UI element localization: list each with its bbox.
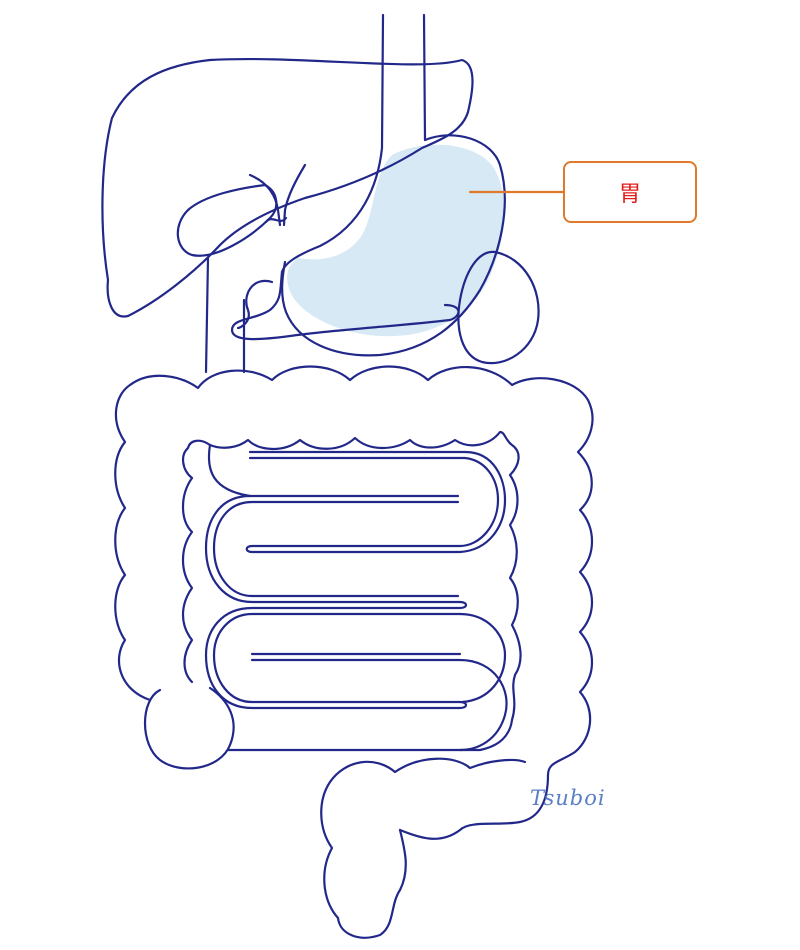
small-intestine-loop-2 (212, 500, 460, 598)
cecum (143, 686, 235, 770)
stomach-highlight (287, 144, 505, 337)
large-intestine-outer (114, 365, 594, 840)
duodenum (230, 270, 460, 341)
watermark-signature: Tsuboi (530, 786, 606, 810)
bile-duct-right (282, 163, 307, 227)
stomach-outline (281, 134, 506, 357)
small-intestine-loop-1 (204, 494, 468, 710)
stomach-label: 胃 (618, 182, 641, 207)
large-intestine-inner (181, 430, 522, 752)
small-intestine-loop-4 (250, 658, 508, 752)
rectum (320, 757, 527, 939)
small-intestine-loop-3 (458, 612, 507, 704)
small-intestine (245, 450, 507, 554)
stomach-label-box: 胃 (563, 161, 697, 223)
gallbladder (176, 183, 278, 257)
spleen (457, 250, 540, 365)
bile-duct-loop (264, 216, 288, 224)
esophagus (280, 13, 385, 274)
bile-duct-left (248, 173, 282, 227)
esophagus-right-wall (422, 13, 427, 142)
small-intestine-top-left (207, 443, 252, 498)
ascending-colon-connection (204, 256, 210, 374)
liver (101, 57, 474, 318)
duodenum-inner (236, 279, 274, 330)
